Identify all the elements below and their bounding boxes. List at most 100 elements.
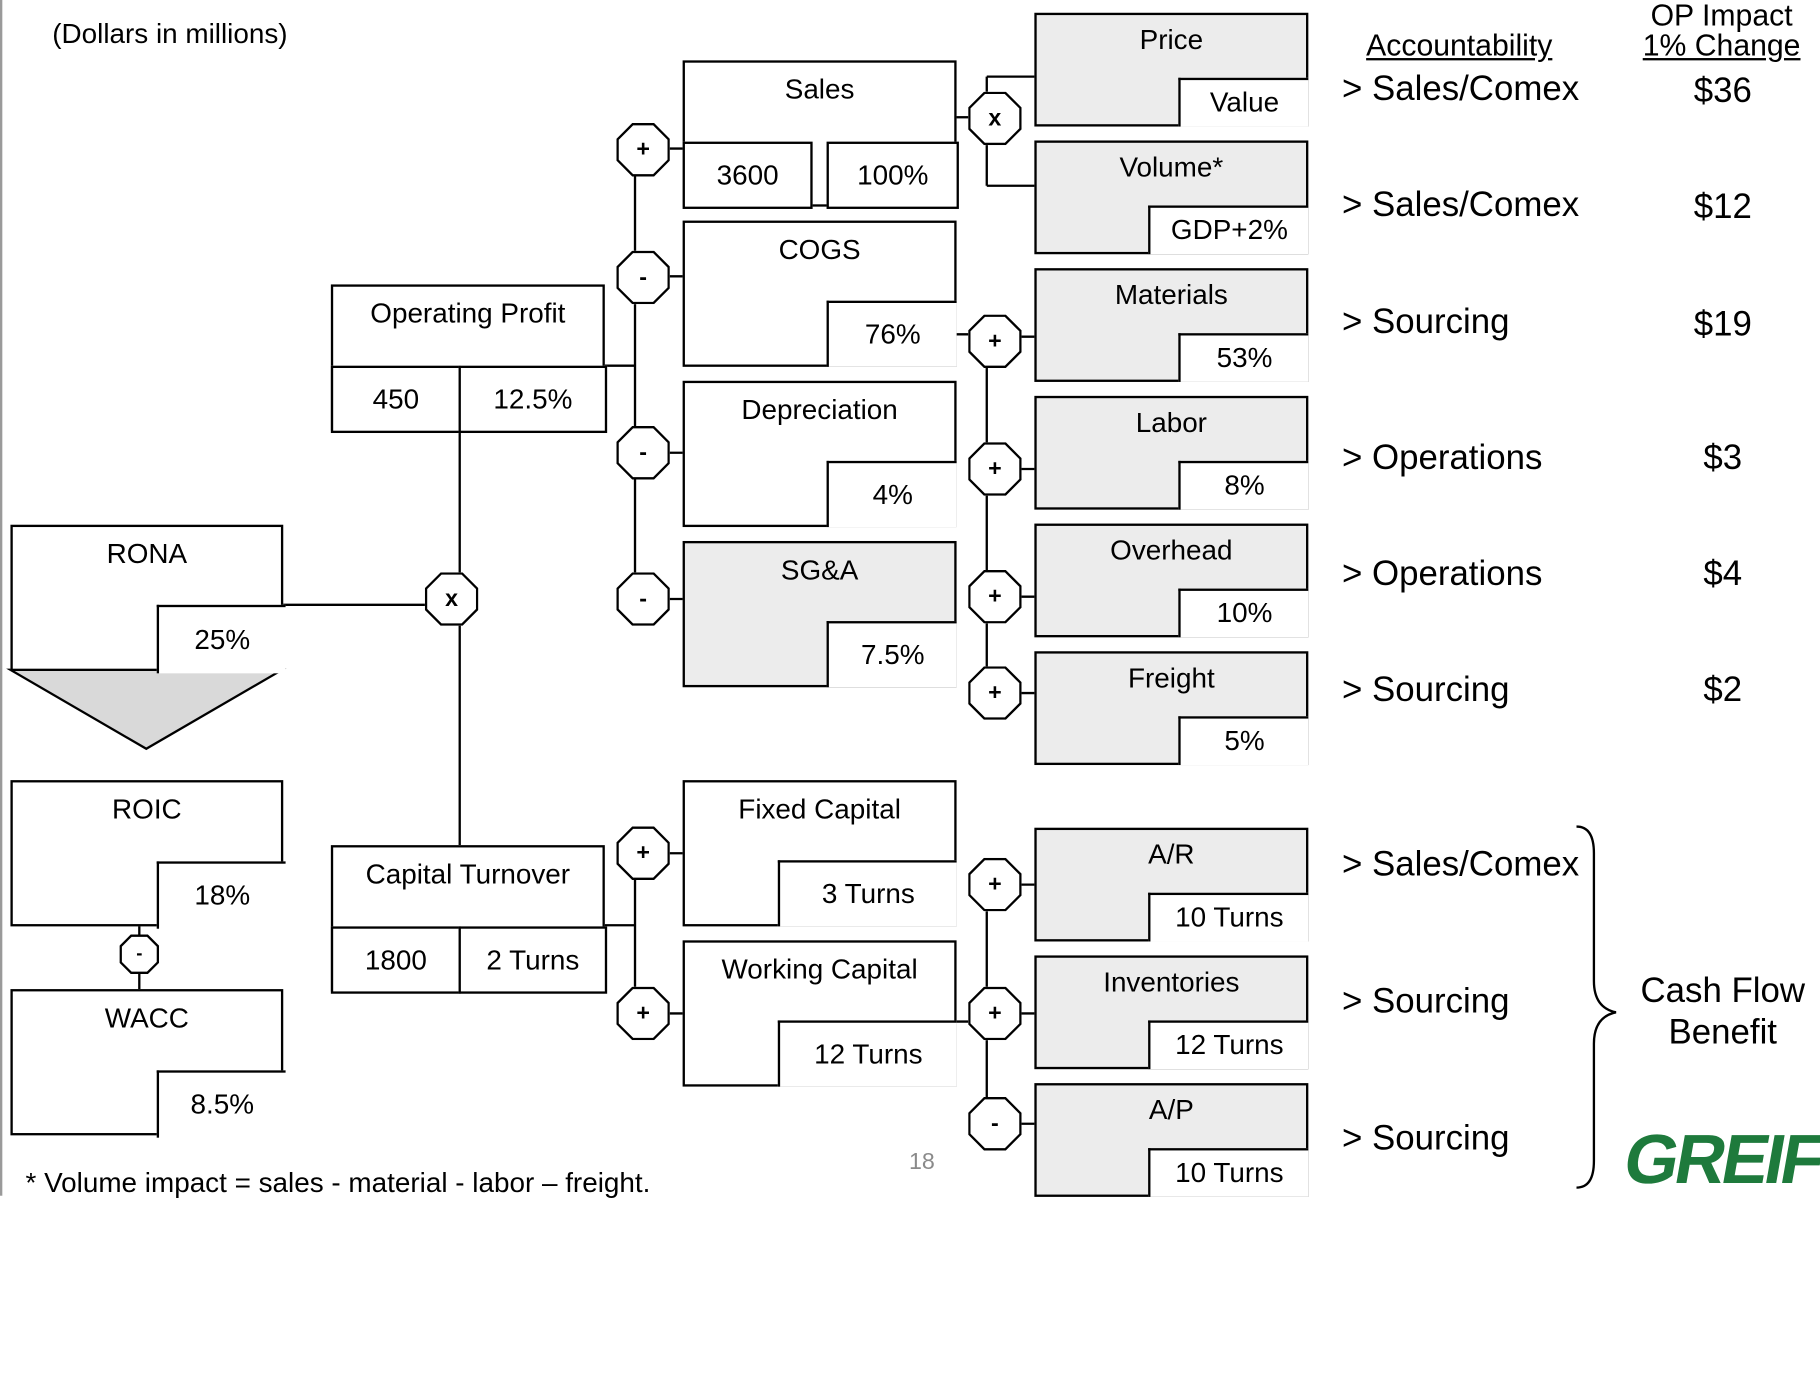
- plus-operator-icon: +: [968, 986, 1022, 1041]
- ap-box: A/P 10 Turns: [1034, 1083, 1309, 1197]
- accountability-materials: > Sourcing: [1342, 302, 1510, 342]
- footnote: * Volume impact = sales - material - lab…: [25, 1167, 651, 1200]
- plus-operator-icon: +: [968, 857, 1022, 912]
- working-capital-turns: 12 Turns: [777, 1020, 957, 1087]
- overhead-title: Overhead: [1110, 535, 1233, 567]
- roic-box: ROIC 18%: [10, 780, 286, 929]
- volume-value: GDP+2%: [1148, 205, 1309, 255]
- impact-labor: $3: [1703, 438, 1743, 478]
- materials-box: Materials 53%: [1034, 268, 1309, 382]
- sales-amount: 3600: [682, 141, 813, 209]
- operating-profit-box: Operating Profit 450 12.5%: [330, 284, 608, 434]
- sales-title: Sales: [784, 74, 855, 106]
- operating-profit-margin: 12.5%: [458, 365, 608, 434]
- wacc-value: 8.5%: [156, 1070, 286, 1138]
- minus-operator-icon: -: [968, 1097, 1022, 1151]
- cogs-pct: 76%: [826, 300, 957, 367]
- price-box: Price Value: [1034, 12, 1309, 127]
- sga-title: SG&A: [780, 554, 859, 587]
- sga-box: SG&A 7.5%: [682, 540, 957, 688]
- plus-operator-icon: +: [968, 570, 1022, 624]
- rona-value: 25%: [156, 604, 286, 674]
- accountability-freight: > Sourcing: [1342, 671, 1510, 710]
- impact-price: $36: [1693, 71, 1752, 111]
- ap-title: A/P: [1148, 1094, 1194, 1127]
- impact-materials: $19: [1693, 305, 1752, 344]
- accountability-inventories: > Sourcing: [1342, 982, 1510, 1021]
- sales-pct: 100%: [826, 141, 959, 209]
- inventories-box: Inventories 12 Turns: [1034, 955, 1309, 1070]
- depreciation-box: Depreciation 4%: [682, 380, 957, 528]
- impact-volume: $12: [1693, 188, 1752, 227]
- depreciation-title: Depreciation: [741, 394, 898, 427]
- rona-box: RONA 25%: [10, 524, 286, 674]
- op-impact-header-line2: 1% Change: [1642, 27, 1801, 63]
- left-edge-rule: [0, 0, 3, 1196]
- cash-flow-benefit-label: Cash Flow Benefit: [1640, 971, 1806, 1052]
- labor-box: Labor 8%: [1034, 395, 1309, 510]
- labor-value: 8%: [1178, 460, 1309, 510]
- working-capital-title: Working Capital: [721, 954, 918, 986]
- wacc-title: WACC: [104, 1003, 189, 1035]
- accountability-ap: > Sourcing: [1342, 1119, 1510, 1158]
- volume-title: Volume*: [1119, 152, 1224, 184]
- overhead-box: Overhead 10%: [1034, 523, 1309, 638]
- plus-operator-icon: +: [616, 826, 670, 880]
- accountability-labor: > Operations: [1342, 438, 1543, 478]
- sales-box: Sales 3600 100%: [682, 60, 959, 209]
- volume-box: Volume* GDP+2%: [1034, 140, 1309, 255]
- materials-value: 53%: [1178, 333, 1309, 382]
- minus-operator-icon: -: [119, 934, 160, 974]
- price-title: Price: [1139, 24, 1204, 56]
- minus-operator-icon: -: [616, 426, 670, 480]
- plus-operator-icon: +: [968, 442, 1022, 496]
- accountability-overhead: > Operations: [1342, 554, 1543, 594]
- operating-profit-title: Operating Profit: [370, 298, 566, 330]
- freight-box: Freight 5%: [1034, 651, 1309, 766]
- freight-value: 5%: [1178, 716, 1309, 766]
- op-impact-header-line1: OP Impact: [1650, 0, 1793, 33]
- capital-turnover-title: Capital Turnover: [365, 859, 571, 891]
- wacc-box: WACC 8.5%: [10, 989, 286, 1138]
- capital-turnover-box: Capital Turnover 1800 2 Turns: [330, 845, 608, 994]
- multiply-operator-icon: x: [968, 91, 1022, 146]
- cogs-box: COGS 76%: [682, 220, 957, 367]
- fixed-capital-title: Fixed Capital: [738, 794, 901, 826]
- roic-value: 18%: [156, 861, 286, 929]
- multiply-operator-icon: x: [424, 572, 479, 626]
- accountability-volume: > Sales/Comex: [1342, 185, 1580, 225]
- impact-freight: $2: [1703, 671, 1743, 710]
- ar-value: 10 Turns: [1148, 892, 1309, 942]
- plus-operator-icon: +: [616, 123, 670, 177]
- cogs-title: COGS: [778, 234, 861, 266]
- fixed-capital-turns: 3 Turns: [777, 860, 957, 927]
- ar-title: A/R: [1148, 839, 1195, 871]
- freight-title: Freight: [1127, 662, 1215, 695]
- depreciation-pct: 4%: [826, 460, 957, 528]
- ar-box: A/R 10 Turns: [1034, 827, 1309, 942]
- plus-operator-icon: +: [968, 314, 1022, 369]
- materials-title: Materials: [1114, 279, 1228, 312]
- accountability-ar: > Sales/Comex: [1342, 845, 1580, 884]
- capital-turnover-turns: 2 Turns: [458, 926, 608, 994]
- minus-operator-icon: -: [616, 250, 670, 305]
- units-note: (Dollars in millions): [52, 18, 288, 50]
- minus-operator-icon: -: [616, 572, 670, 626]
- inventories-title: Inventories: [1103, 967, 1240, 999]
- inventories-value: 12 Turns: [1148, 1020, 1309, 1070]
- plus-operator-icon: +: [968, 666, 1022, 720]
- overhead-value: 10%: [1178, 588, 1309, 638]
- ap-value: 10 Turns: [1148, 1148, 1309, 1197]
- greif-logo: GREIF: [1618, 1120, 1820, 1199]
- rona-title: RONA: [106, 538, 188, 571]
- labor-title: Labor: [1135, 407, 1207, 439]
- operating-profit-amount: 450: [330, 365, 461, 434]
- roic-title: ROIC: [112, 794, 182, 826]
- working-capital-box: Working Capital 12 Turns: [682, 940, 957, 1087]
- page-number: 18: [908, 1149, 935, 1175]
- impact-overhead: $4: [1703, 554, 1743, 594]
- fixed-capital-box: Fixed Capital 3 Turns: [682, 780, 957, 927]
- op-impact-header: OP Impact 1% Change: [1623, 0, 1820, 60]
- capital-turnover-amount: 1800: [330, 926, 461, 994]
- accountability-header: Accountability: [1366, 27, 1553, 63]
